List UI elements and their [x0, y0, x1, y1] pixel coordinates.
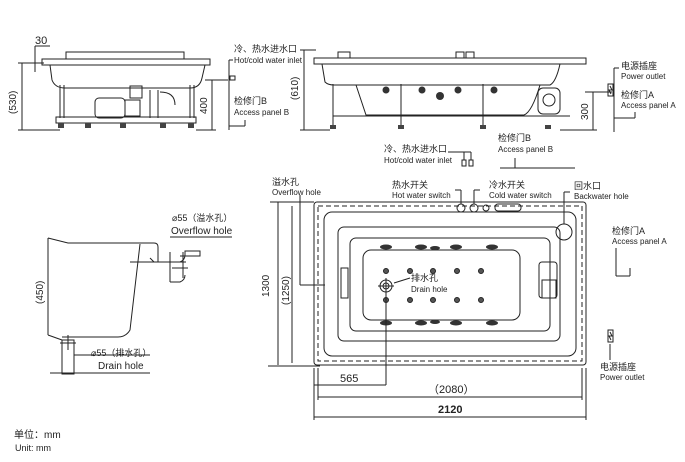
tub-rim-inner [323, 211, 577, 357]
base-frame [55, 116, 197, 124]
hot-switch-label-cn: 热水开关 [392, 180, 429, 190]
inlet-label-cn: 冷、热水进水口 [234, 44, 298, 54]
panel-b-label-en: Access panel B [234, 108, 290, 117]
dim-length-outer: 2120 [438, 404, 463, 416]
panel-b-label-en-2: Access panel B [498, 145, 554, 154]
dim-width-outer: 1300 [261, 274, 272, 297]
drain-symbol [378, 277, 411, 385]
tub-outer [313, 201, 587, 366]
side-jets [380, 244, 498, 326]
jets [382, 86, 498, 100]
dim-inlet-height: 400 [199, 97, 210, 114]
section-wall [62, 243, 141, 338]
floor-jets [383, 268, 484, 303]
tub-body [49, 64, 206, 89]
plan-view [268, 189, 631, 420]
power-outlet-label-cn: 电源插座 [621, 61, 658, 71]
hot-switch-label-en: Hot water switch [392, 191, 451, 200]
drain-label-en: Drain hole [411, 285, 448, 294]
units-label-cn: 单位：mm [14, 430, 61, 441]
dim-rim: 30 [35, 35, 48, 47]
overflow-dia-label-en: Overflow hole [171, 226, 233, 237]
cold-switch-label-en: Cold water switch [489, 191, 552, 200]
power-outlet-plan-label-en: Power outlet [600, 373, 645, 382]
pump [94, 97, 126, 119]
power-outlet-plan-label-cn: 电源插座 [600, 362, 637, 372]
panel-b-label-cn-2: 检修门B [498, 133, 532, 143]
pillow [340, 267, 349, 299]
tub-seat [362, 249, 521, 321]
left-side-view [18, 45, 246, 131]
overflow-label-cn: 溢水孔 [272, 177, 300, 187]
panel-b-label-cn: 检修门B [234, 96, 268, 106]
inlet-label-cn-2: 冷、热水进水口 [384, 144, 448, 154]
dim-height-right: (610) [290, 76, 301, 100]
tub-dashed-outline [317, 205, 583, 362]
dim-width-inner: (1250) [281, 276, 292, 305]
switches [456, 203, 522, 213]
units-label-en: Unit: mm [15, 443, 51, 453]
panel-a-label-en: Access panel A [621, 101, 676, 110]
right-side-view [300, 49, 636, 169]
power-outlet-symbol [607, 329, 614, 343]
tub-body [321, 63, 561, 86]
section-view [47, 236, 232, 375]
dim-depth: (450) [35, 280, 46, 304]
panel-a-label-cn: 检修门A [621, 90, 655, 100]
drain-dia-label-cn: ⌀55（排水孔） [91, 348, 152, 358]
backwater-label-en: Backwater hole [574, 192, 629, 201]
tub-rim [313, 57, 587, 65]
dim-height-left: (530) [8, 90, 19, 114]
panel-a-plan-label-en: Access panel A [612, 237, 667, 246]
overflow-label-en: Overflow hole [272, 188, 321, 197]
power-outlet-symbol [607, 83, 614, 97]
drain-dia-label-en: Drain hole [98, 361, 144, 372]
tub-floor [349, 237, 551, 332]
panel-a-plan-label-cn: 检修门A [612, 226, 646, 236]
inlet-label-en-2: Hot/cold water inlet [384, 156, 453, 165]
tub-top-cover [65, 51, 185, 60]
dim-drain-offset: 565 [340, 373, 359, 385]
backwater-hole [555, 223, 573, 241]
overflow-dia-label-cn: ⌀55（溢水孔） [172, 213, 233, 223]
tub-rim [41, 58, 211, 66]
drain-label-cn: 排水孔 [411, 273, 439, 283]
dim-outlet-height: 300 [580, 103, 591, 120]
power-outlet-label-en: Power outlet [621, 72, 666, 81]
dim-length-inner: （2080） [428, 384, 475, 396]
inlet-label-en: Hot/cold water inlet [234, 56, 303, 65]
overflow-pipe [130, 250, 201, 263]
backwater-label-cn: 回水口 [574, 181, 602, 191]
tub-basin [337, 226, 561, 342]
cold-switch-label-cn: 冷水开关 [489, 180, 526, 190]
pump [537, 87, 561, 115]
